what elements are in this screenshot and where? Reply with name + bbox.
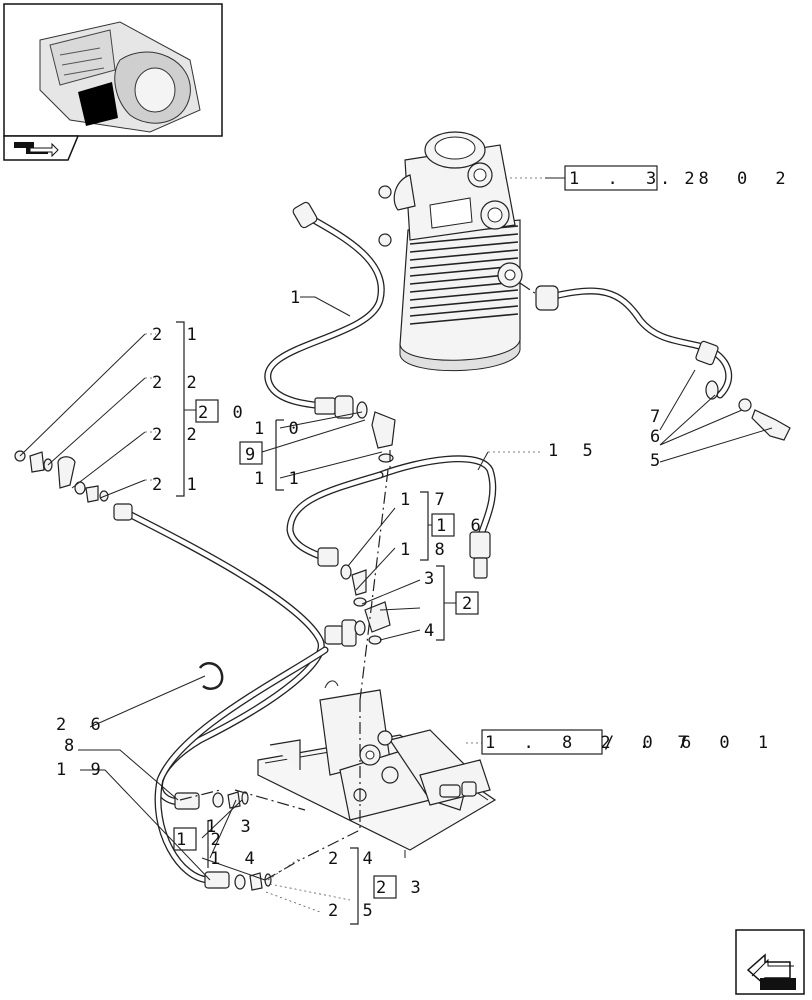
- label-12: 1 2: [176, 830, 228, 850]
- label-11: 1 1: [254, 469, 306, 489]
- valve-ref-boxed: 1 . 8 2 . 7: [485, 733, 697, 753]
- label-19: 1 9: [56, 760, 108, 780]
- hose-right: [535, 285, 791, 441]
- label-22-bottom: 2 2: [152, 425, 204, 445]
- hose-1: [264, 201, 396, 463]
- next-page-arrow-icon[interactable]: [735, 929, 805, 995]
- callout-box-12: [173, 827, 197, 851]
- hose-19: [154, 646, 329, 891]
- thumbnail-panel[interactable]: [3, 3, 223, 137]
- filter-ref-tail: . 8 0 2: [660, 169, 795, 189]
- label-23: 2 3: [376, 878, 428, 898]
- callout-box-23: [373, 875, 397, 899]
- callout-box-20: [195, 399, 219, 423]
- label-20: 2 0: [198, 403, 250, 423]
- label-7: 7: [650, 407, 667, 427]
- label-25: 2 5: [328, 901, 380, 921]
- leader-lines: [19, 177, 773, 913]
- label-10: 1 0: [254, 419, 306, 439]
- highlighted-component: [78, 82, 118, 126]
- label-14: 1 4: [210, 849, 262, 869]
- filter-ref-boxed: 1 . 3 2: [569, 169, 704, 189]
- control-valve-block: [257, 680, 497, 858]
- fitting-group-20: [14, 450, 109, 503]
- label-24: 2 4: [328, 849, 380, 869]
- filter-reference[interactable]: 1 . 3 2 . 8 0 2: [564, 165, 795, 191]
- valve-ref-tail: / 0 6 0 1: [604, 733, 777, 753]
- previous-page-arrow-icon[interactable]: [3, 135, 80, 161]
- label-9: 9: [245, 445, 262, 465]
- label-17: 1 7: [400, 490, 452, 510]
- label-21-top: 2 1: [152, 325, 204, 345]
- label-18: 1 8: [400, 540, 452, 560]
- label-2: 2: [462, 594, 479, 614]
- label-3: 3: [424, 569, 441, 589]
- label-6: 6: [650, 427, 667, 447]
- label-15: 1 5: [548, 441, 600, 461]
- label-8: 8: [64, 736, 81, 756]
- label-22-top: 2 2: [152, 373, 204, 393]
- label-5: 5: [650, 451, 667, 471]
- valve-reference[interactable]: 1 . 8 2 . 7 / 0 6 0 1: [481, 729, 777, 755]
- label-16: 1 6: [436, 516, 488, 536]
- hydraulic-filter: [378, 131, 546, 372]
- label-1: 1: [290, 288, 307, 308]
- circlip-26: [198, 662, 224, 690]
- label-26: 2 6: [56, 715, 108, 735]
- hose-15: [286, 455, 497, 607]
- label-13: 1 3: [206, 817, 258, 837]
- label-21-bottom: 2 1: [152, 475, 204, 495]
- callout-box-9: [239, 441, 263, 465]
- label-4: 4: [424, 621, 441, 641]
- transmission-thumbnail: [39, 21, 201, 133]
